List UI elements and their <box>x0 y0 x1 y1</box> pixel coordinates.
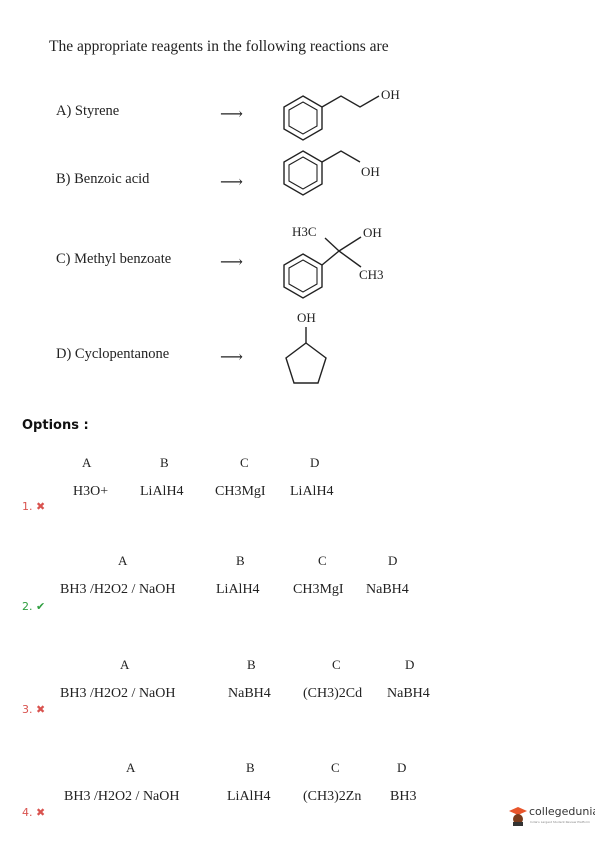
reaction-c-h3c: H3C <box>292 224 317 239</box>
option-3-value-a: BH3 /H2O2 / NaOH <box>60 686 176 701</box>
reaction-a-product-structure: OH <box>283 87 400 141</box>
option-1-header-d: D <box>310 455 320 470</box>
reaction-a-label: A) Styrene <box>56 103 120 119</box>
brand-name: collegedunia <box>529 805 595 818</box>
option-2-number: 2. <box>22 600 33 613</box>
option-1-header-b: B <box>160 455 169 470</box>
reaction-d-oh: OH <box>297 310 316 325</box>
option-1-value-d: LiAlH4 <box>290 484 334 499</box>
option-3-value-b: NaBH4 <box>228 686 271 701</box>
option-4-header-a: A <box>126 760 136 775</box>
option-3-header-d: D <box>405 657 415 672</box>
reaction-d-label: D) Cyclopentanone <box>56 346 170 362</box>
option-4-value-a: BH3 /H2O2 / NaOH <box>64 789 180 804</box>
brand-tagline: India's Largest Student Review Platform <box>530 820 590 824</box>
option-1-number: 1. <box>22 500 33 513</box>
reaction-d-arrow: ⟶ <box>220 347 243 366</box>
check-icon: ✔ <box>36 600 46 613</box>
option-4-value-d: BH3 <box>390 789 417 804</box>
option-2-value-a: BH3 /H2O2 / NaOH <box>60 582 176 597</box>
reaction-c-oh: OH <box>363 225 382 240</box>
reaction-c-label: C) Methyl benzoate <box>56 251 172 267</box>
option-4-header-b: B <box>246 760 255 775</box>
option-3-header-b: B <box>247 657 256 672</box>
option-1-header-c: C <box>240 455 249 470</box>
reaction-b-product-structure: OH <box>283 150 380 196</box>
option-4-value-c: (CH3)2Zn <box>303 789 362 804</box>
option-1-value-a: H3O+ <box>73 484 109 499</box>
option-2-value-b: LiAlH4 <box>216 582 260 597</box>
option-4-number: 4. <box>22 806 33 819</box>
option-3-value-c: (CH3)2Cd <box>303 686 363 701</box>
reaction-a-oh: OH <box>381 87 400 102</box>
option-3-number: 3. <box>22 703 33 716</box>
options-label: Options : <box>22 418 89 433</box>
option-1-value-b: LiAlH4 <box>140 484 184 499</box>
option-4-value-b: LiAlH4 <box>227 789 271 804</box>
option-1-value-c: CH3MgI <box>215 484 266 499</box>
wrong-icon: ✖ <box>36 703 46 716</box>
reaction-a-arrow: ⟶ <box>220 104 243 123</box>
reaction-b-label: B) Benzoic acid <box>56 171 150 187</box>
option-1-header-a: A <box>82 455 92 470</box>
reaction-d-product-structure: OH <box>285 310 327 384</box>
option-2-value-c: CH3MgI <box>293 582 344 597</box>
reaction-b-arrow: ⟶ <box>220 172 243 191</box>
reaction-c-ch3: CH3 <box>359 267 384 282</box>
option-2-value-d: NaBH4 <box>366 582 409 597</box>
reaction-c-product-structure: H3C OH CH3 <box>283 224 384 299</box>
option-2-header-b: B <box>236 553 245 568</box>
option-3-header-c: C <box>332 657 341 672</box>
option-4-header-d: D <box>397 760 407 775</box>
reaction-b-oh: OH <box>361 164 380 179</box>
option-3-value-d: NaBH4 <box>387 686 430 701</box>
option-2-header-d: D <box>388 553 398 568</box>
option-2-header-a: A <box>118 553 128 568</box>
reaction-c-arrow: ⟶ <box>220 252 243 271</box>
option-3-header-a: A <box>120 657 130 672</box>
option-2-header-c: C <box>318 553 327 568</box>
option-4-header-c: C <box>331 760 340 775</box>
wrong-icon: ✖ <box>36 806 46 819</box>
question-text: The appropriate reagents in the followin… <box>49 38 389 55</box>
wrong-icon: ✖ <box>36 500 46 513</box>
graduation-cap-icon <box>509 807 527 826</box>
